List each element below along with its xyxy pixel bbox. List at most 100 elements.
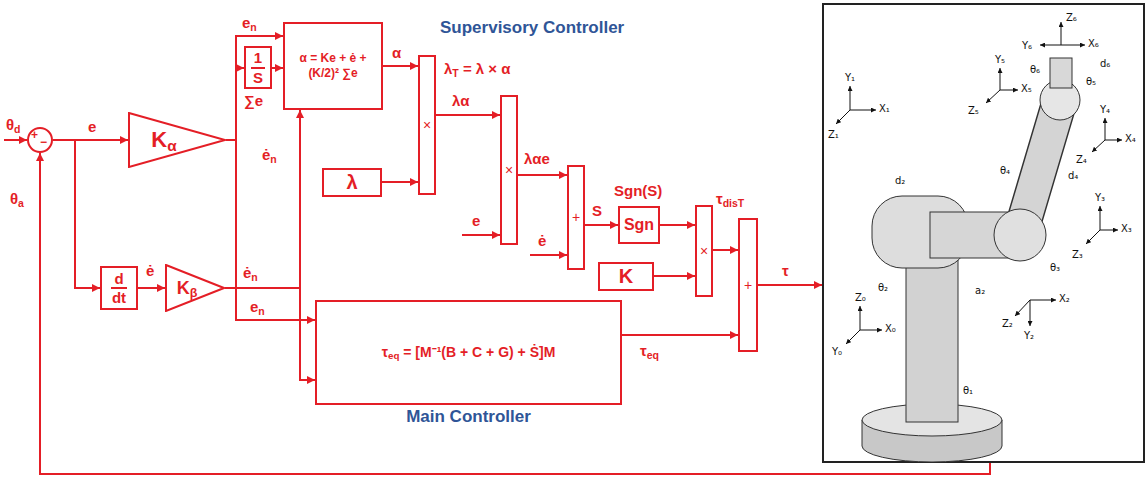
- block-text: d: [111, 270, 126, 289]
- coordinate-frame: [1061, 45, 1085, 46]
- axis-label: X₆: [1088, 38, 1099, 49]
- coordinate-frame: [836, 22, 1122, 344]
- axis-label: Y₁: [845, 72, 855, 83]
- coordinate-frame: [1015, 300, 1030, 316]
- subscript: n: [270, 153, 276, 165]
- gain-block: K: [598, 262, 654, 291]
- axis-label: Z₀: [855, 292, 866, 303]
- gain-triangle: Kβ: [165, 264, 225, 312]
- block-text: K: [619, 265, 633, 288]
- axis-label: X₁: [879, 103, 890, 114]
- block-text: λ: [346, 171, 357, 194]
- gain-triangle-shape: [129, 113, 225, 167]
- axis-label: θ₆: [1030, 64, 1040, 75]
- constant-block: λ: [322, 168, 382, 197]
- block-text: +: [744, 277, 752, 293]
- signal-connector: [225, 288, 315, 380]
- signal-label: λT = λ × α: [444, 60, 511, 77]
- axis-label: Z₃: [1072, 249, 1083, 260]
- coordinate-frame: [850, 86, 851, 110]
- axis-label: Y₅: [995, 54, 1005, 65]
- axis-label: X₃: [1121, 223, 1132, 234]
- sum-block: +: [738, 218, 758, 352]
- signal-wire: [758, 284, 822, 286]
- signal-label: S: [592, 202, 602, 219]
- signal-label: ėn: [262, 146, 277, 163]
- signal-label: en: [242, 14, 257, 31]
- axis-label: Z₄: [1076, 154, 1087, 165]
- axis-label: θ₅: [1086, 76, 1096, 87]
- signal-wire: [4, 139, 27, 141]
- axis-label: Z₂: [1002, 318, 1013, 329]
- main-controller-box: τeq = [M⁻¹(B + C + G) + Ṡ]MMain Controll…: [315, 300, 622, 405]
- multiplier-block: ×: [695, 205, 713, 297]
- signal-label: ėn: [243, 264, 258, 281]
- signal-label: e: [472, 212, 480, 229]
- block-text: dt: [112, 289, 126, 306]
- signal-connector: [382, 181, 418, 183]
- axis-label: Y₄: [1100, 104, 1110, 115]
- triangle-outline: [128, 112, 226, 168]
- signal-label: en: [250, 298, 265, 315]
- axis-label: Y₀: [832, 346, 842, 357]
- robot-illustration: [823, 4, 1144, 462]
- block-text: Sgn: [624, 216, 654, 234]
- axis-label: Z₆: [1066, 12, 1077, 23]
- block-text: S: [253, 69, 263, 86]
- axis-label: d₄: [1068, 170, 1078, 181]
- coordinate-frame: [1030, 300, 1031, 326]
- signal-label: λα: [452, 92, 469, 109]
- gain-triangle: Kα: [128, 112, 226, 168]
- signal-label: ė: [538, 232, 546, 249]
- axis-label: X₄: [1125, 133, 1136, 144]
- axis-label: a₂: [975, 285, 985, 296]
- block-text: Kα: [151, 127, 176, 152]
- subscript: disT: [723, 197, 745, 209]
- coordinate-frame: [986, 90, 1000, 103]
- signal-connector: [518, 174, 567, 176]
- subscript: eq: [647, 349, 659, 361]
- coordinate-frame: [1000, 90, 1018, 91]
- block-text: +: [572, 209, 580, 225]
- derivative-block: ddt: [100, 266, 138, 310]
- multiplier-block: ×: [500, 95, 518, 245]
- signal-label: λαe: [524, 150, 550, 167]
- coordinate-frame: [1100, 206, 1101, 230]
- signal-wire: [462, 234, 500, 236]
- coordinate-frame: [1000, 68, 1001, 90]
- block-text: ×: [423, 117, 431, 133]
- axis-label: Y₆: [1022, 40, 1032, 51]
- signal-label: ė: [146, 262, 154, 279]
- sliding-surface-box: α = Ke + ė + (K/2)² ∑e: [283, 22, 383, 110]
- signal-connector: [138, 287, 165, 289]
- block-text: 1: [251, 49, 265, 68]
- block-text: ×: [700, 243, 708, 259]
- axis-label: θ₃: [1050, 262, 1060, 273]
- subscript: a: [18, 197, 24, 209]
- coordinate-frame: [846, 330, 860, 344]
- axis-label: θ₄: [1000, 165, 1010, 176]
- gain-triangle-shape: [166, 265, 224, 311]
- signal-connector: [226, 36, 283, 140]
- coordinate-frame: [850, 110, 876, 111]
- block-text: Kβ: [177, 278, 198, 299]
- axis-label: Y₂: [1024, 330, 1034, 341]
- coordinate-frame: [860, 306, 861, 330]
- coordinate-frame: [860, 330, 882, 331]
- coordinate-frame: [1086, 230, 1100, 244]
- coordinate-frame: [836, 110, 850, 124]
- coordinate-frame: [1030, 300, 1056, 301]
- signal-label: Sgn(S): [614, 182, 662, 199]
- subscript: β: [190, 286, 198, 300]
- signal-wire: [530, 254, 567, 256]
- signal-label: θa: [10, 190, 24, 207]
- section-title: Supervisory Controller: [440, 18, 624, 38]
- robot-illustration: [906, 250, 958, 422]
- coordinate-frame: [1092, 140, 1105, 152]
- subscript: T: [452, 67, 458, 79]
- robot-illustration: [823, 4, 1144, 462]
- axis-label: θ₂: [878, 282, 888, 293]
- signal-label: θd: [6, 116, 21, 133]
